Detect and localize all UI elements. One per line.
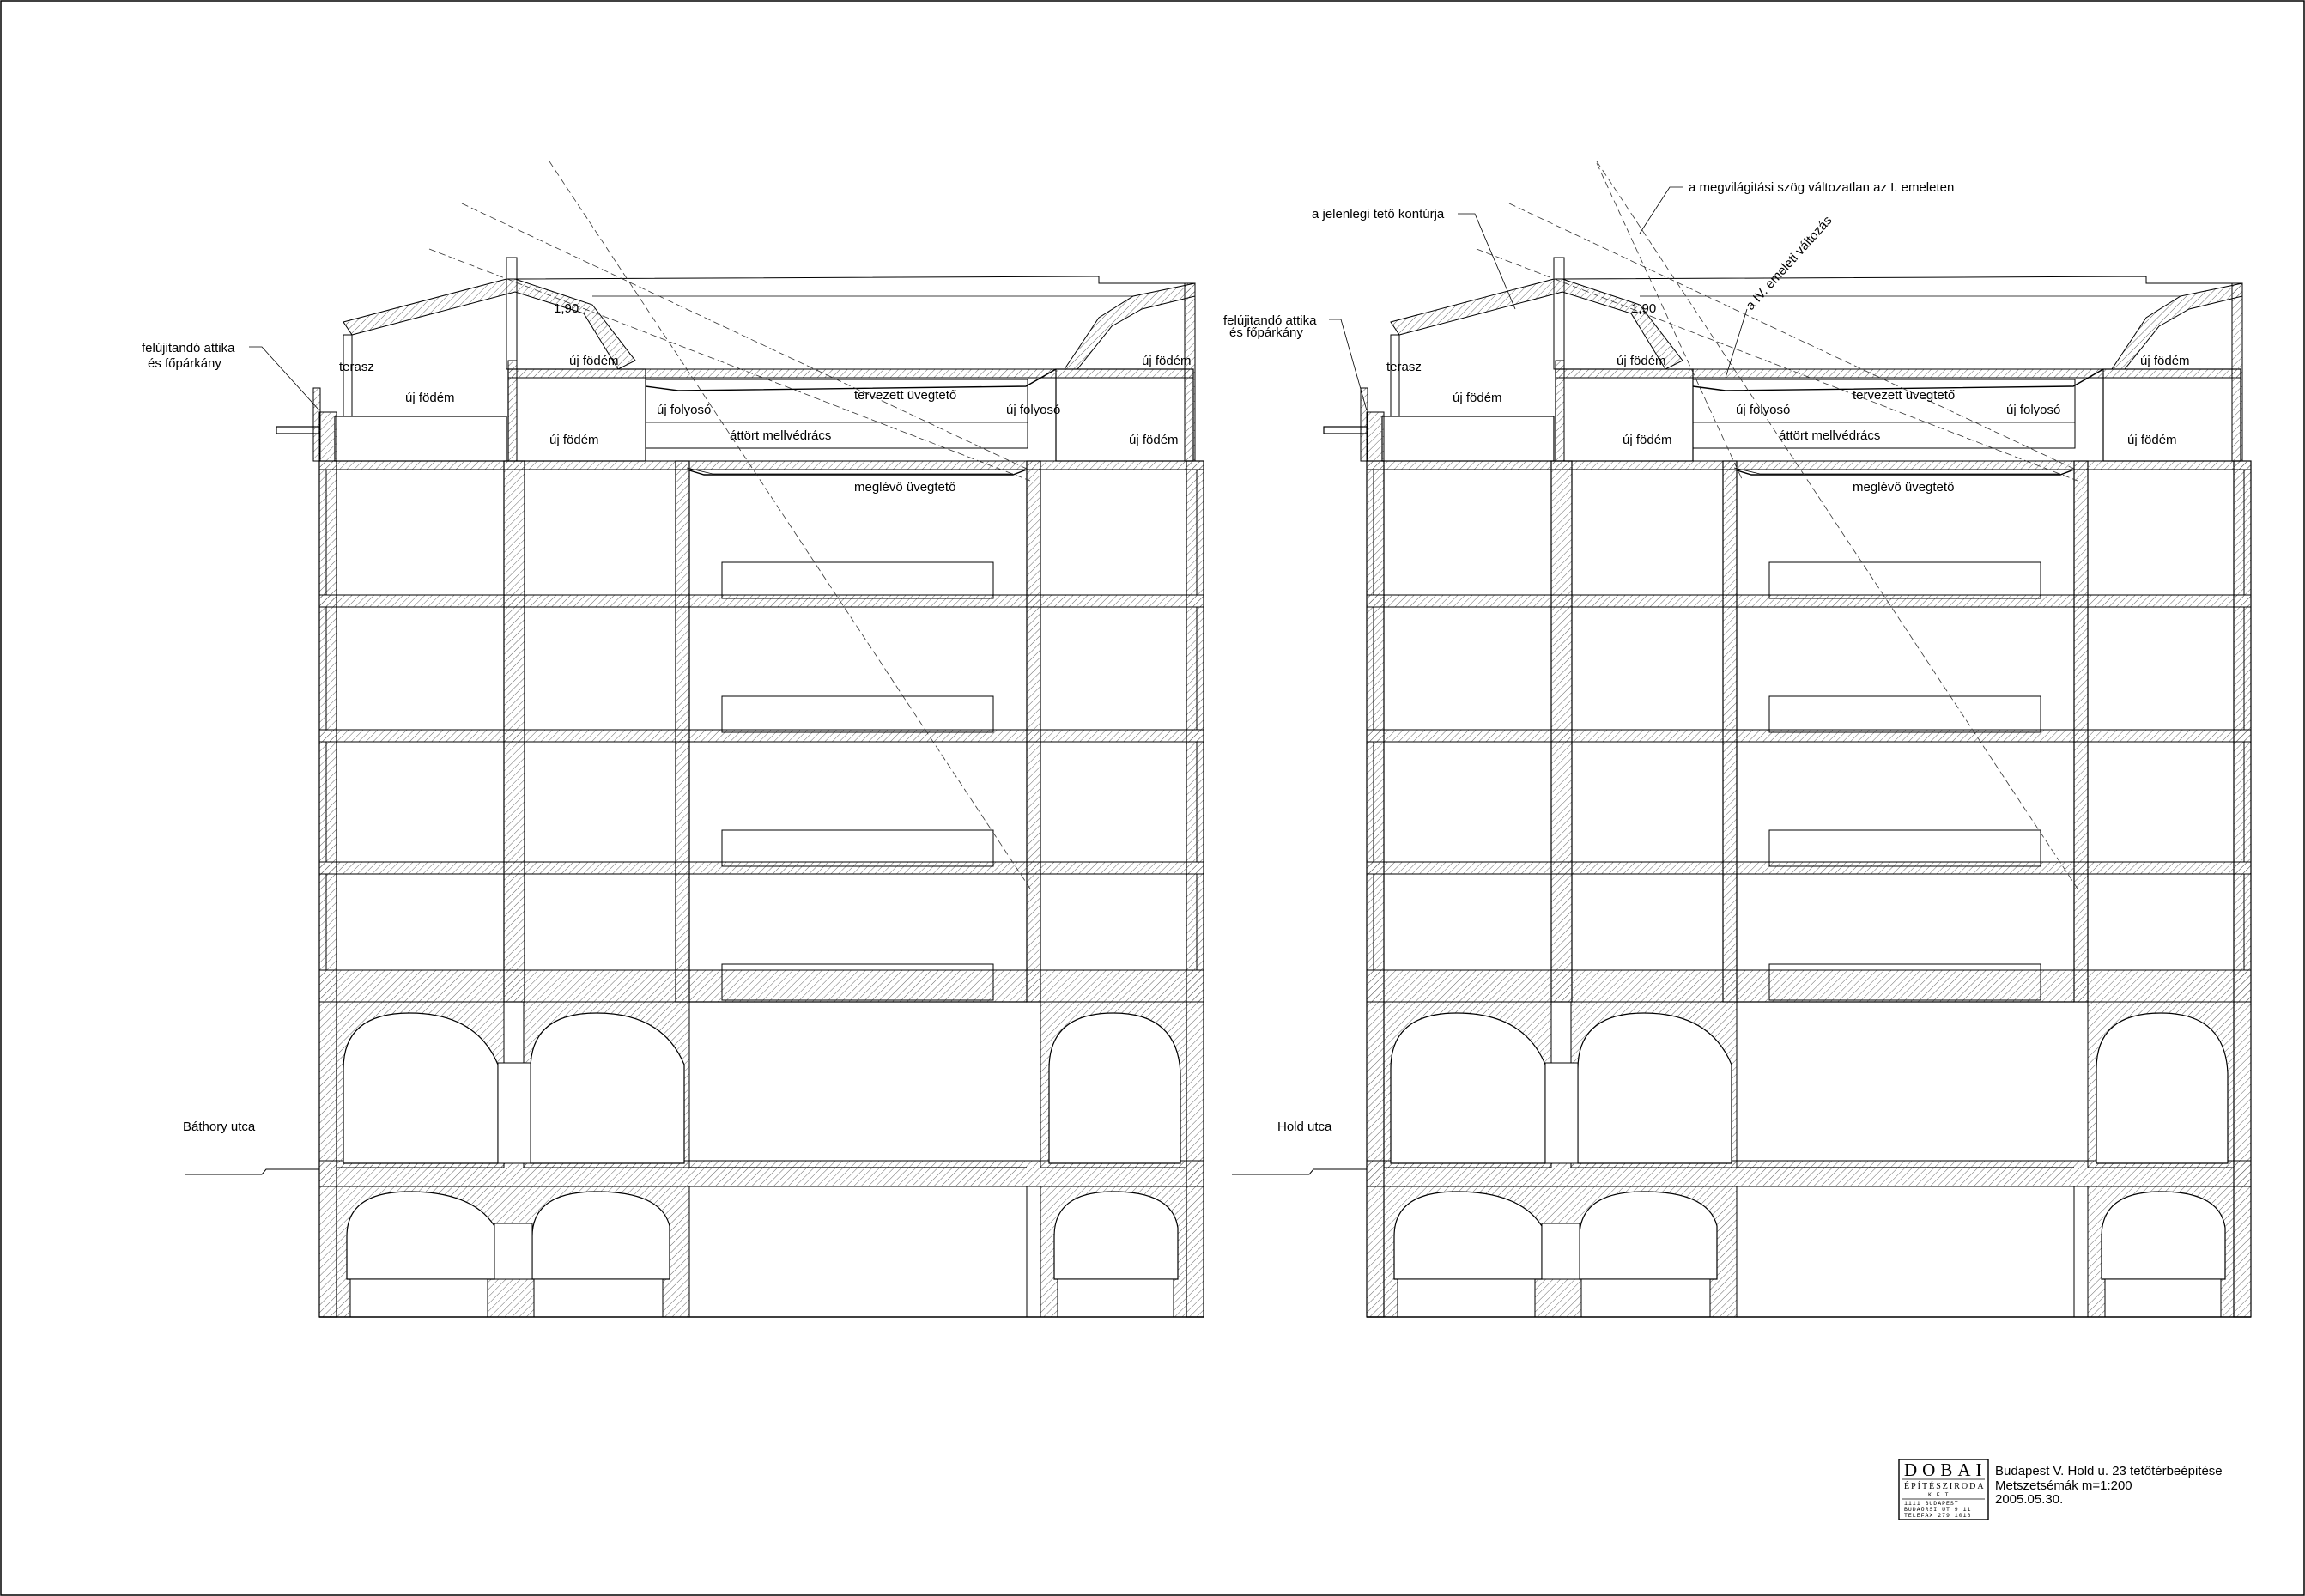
drawing-title: Metszetsémák m=1:200 [1995,1478,2132,1493]
logo-address-1: 1111 BUDAPEST [1904,1501,1959,1507]
label-uj-folyoso-1: új folyosó [1736,403,1790,417]
label-attika-1: felújitandó attika [142,341,235,355]
label-dim-190: 1,90 [554,301,579,316]
section-right: felújitandó attika és főpárkány terasz 1… [1223,161,2252,1318]
section-left-labels: felújitandó attika és főpárkány terasz 1… [142,301,1192,1134]
label-uj-folyoso-2: új folyosó [1006,403,1060,417]
label-uj-fodem-3: új födém [549,433,599,447]
annotation-iv-emeleti: a IV. emeleti változás [1743,213,1835,313]
label-uj-fodem-3: új födém [1623,433,1672,447]
drawing-date: 2005.05.30. [1995,1492,2063,1507]
label-tervezett-uvegteto: tervezett üvegtető [1853,388,1955,403]
label-uj-fodem-1: új födém [1617,354,1666,368]
label-uj-folyoso-1: új folyosó [657,403,711,417]
logo-sub: ÉPÍTÉSZIRODA [1904,1481,1986,1491]
label-attika-2: és főpárkány [148,356,221,371]
label-uj-fodem-2: új födém [1453,391,1502,405]
annotation-megvilagitasi-szog: a megvilágitási szög változatlan az I. e… [1689,180,1954,195]
label-terasz: terasz [339,360,374,374]
logo-name: DOBAI [1904,1459,1987,1480]
label-uj-fodem-1: új födém [569,354,619,368]
annotation-jelenlegi-teto: a jelenlegi tető kontúrja [1312,207,1445,221]
label-attort-mellvedracs: áttört mellvédrács [730,428,831,443]
street-label-left: Báthory utca [183,1120,256,1134]
logo-frame [1898,1459,1989,1520]
label-uj-fodem-4: új födém [2140,354,2190,368]
logo-kft: K F T [1928,1492,1950,1498]
label-attika-1: felújitandó attika [1223,313,1317,328]
label-terasz: terasz [1386,360,1422,374]
label-uj-folyoso-2: új folyosó [2006,403,2060,417]
label-uj-fodem-5: új födém [1129,433,1179,447]
label-meglevo-uvegteto: meglévő üvegtető [1853,480,1954,495]
label-attort-mellvedracs: áttört mellvédrács [1779,428,1880,443]
logo-address-3: TELEFAX 279 1016 [1904,1513,1971,1519]
label-uj-fodem-2: új födém [405,391,455,405]
logo-address-2: BUDAÖRSI ÚT 9 11 [1904,1505,1971,1513]
label-uj-fodem-5: új födém [2127,433,2177,447]
label-attika-2: és főpárkány [1229,325,1303,340]
project-title: Budapest V. Hold u. 23 tetőtérbeépitése [1995,1464,2223,1478]
label-meglevo-uvegteto: meglévő üvegtető [854,480,955,495]
title-block: DOBAI ÉPÍTÉSZIRODA K F T 1111 BUDAPEST B… [1898,1459,2223,1520]
label-dim-190: 1,90 [1631,301,1656,316]
label-uj-fodem-4: új födém [1142,354,1192,368]
label-tervezett-uvegteto: tervezett üvegtető [854,388,956,403]
section-left: felújitandó attika és főpárkány terasz 1… [142,161,1204,1318]
street-label-right: Hold utca [1277,1120,1332,1134]
